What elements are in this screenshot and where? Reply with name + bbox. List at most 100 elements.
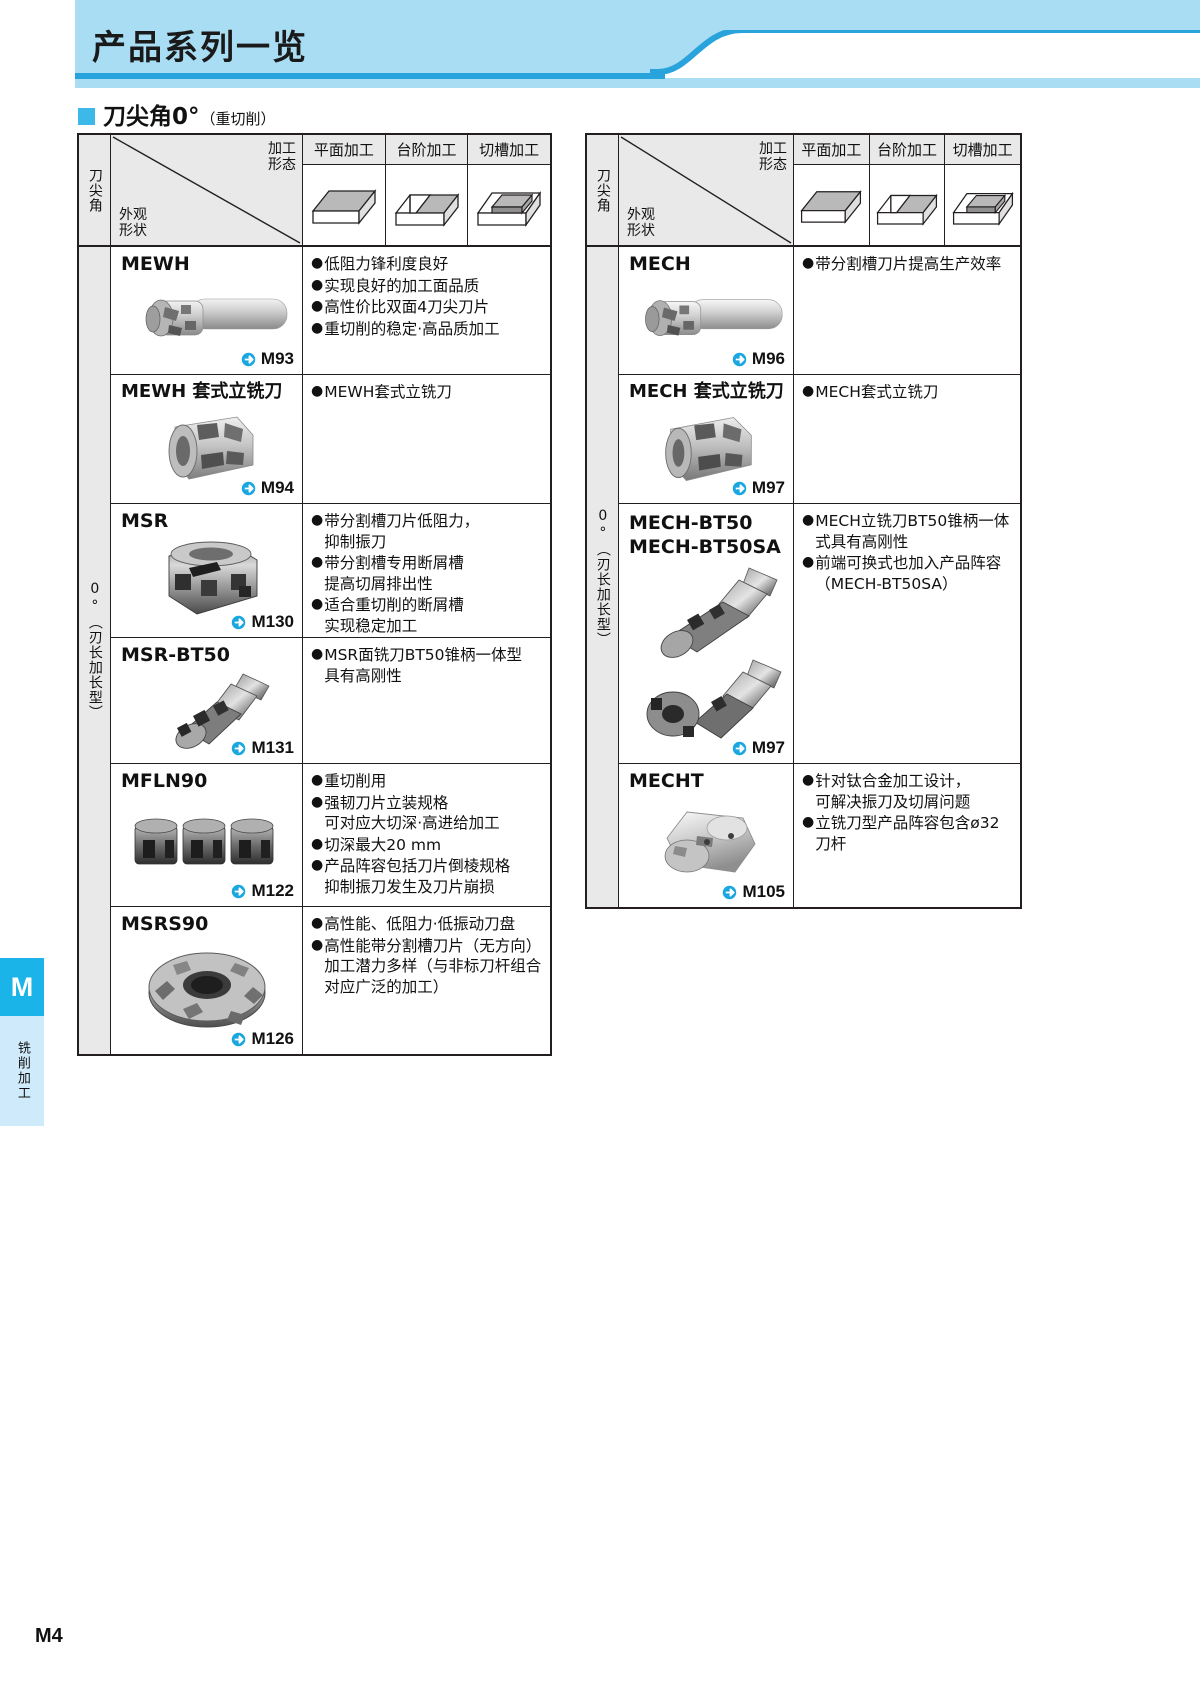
arrow-right-circle-icon <box>732 481 747 495</box>
disc-face-mill-tool-image <box>148 952 266 1028</box>
arrow-right-circle-icon <box>232 615 246 629</box>
right-rows: MECH <box>619 247 1020 907</box>
page-link[interactable]: M94 <box>241 478 294 498</box>
product-description-cell: ●MECH套式立铣刀 <box>794 375 1020 503</box>
page-link[interactable]: M131 <box>231 738 294 758</box>
bullet-item: ●带分割槽专用断屑槽 提高切屑排出性 <box>311 553 544 594</box>
header-col-step-label: 台阶加工 <box>869 135 945 165</box>
page-link[interactable]: M96 <box>732 349 785 369</box>
left-rows: MEWH <box>111 247 550 1054</box>
bullet-dot-icon: ● <box>802 255 815 271</box>
bullet-dot-icon: ● <box>311 319 324 336</box>
page-link-label: M97 <box>751 478 785 497</box>
bullet-dot-icon: ● <box>802 814 815 831</box>
side-tab[interactable]: M 铣削加工 <box>0 958 44 1126</box>
header-col-step: 台阶加工 <box>385 135 469 245</box>
product-visual-cell: MECH 套式立铣刀 <box>619 375 794 503</box>
bullet-dot-icon: ● <box>311 936 324 953</box>
table-row[interactable]: MSR <box>111 504 550 638</box>
product-name: MECH 套式立铣刀 <box>629 381 784 402</box>
right-angle-side-label: 0°（刃长加长型） <box>594 507 611 647</box>
product-name: MECH-BT50 MECH-BT50SA <box>629 512 781 559</box>
product-visual-cell: MECH-BT50 MECH-BT50SA <box>619 504 794 763</box>
bullet-text: 带分割槽刀片低阻力， 抑制振刀 <box>324 512 480 551</box>
bullet-dot-icon: ● <box>311 255 324 271</box>
product-description-cell: ●MEWH套式立铣刀 <box>303 375 550 503</box>
header-col-step: 台阶加工 <box>869 135 946 245</box>
product-name: MFLN90 <box>121 770 208 792</box>
product-description-cell: ●低阻力锋利度良好 ●实现良好的加工面品质 ●高性价比双面4刀尖刀片 ●重切削的… <box>303 247 550 374</box>
table-row[interactable]: MEWH <box>111 247 550 375</box>
product-description-cell: ●针对钛合金加工设计， 可解决振刀及切屑问题 ●立铣刀型产品阵容包含ø32 刀杆 <box>794 764 1020 907</box>
page-header: 产品系列一览 <box>0 0 1200 88</box>
bullet-text: 前端可换式也加入产品阵容 （MECH-BT50SA） <box>815 554 1002 593</box>
groove-machining-icon <box>468 165 551 245</box>
endmill-shank-tool-image <box>145 298 288 337</box>
header-col-step-label: 台阶加工 <box>385 135 468 165</box>
table-body-left: 0°（刃长加长型） MEWH <box>79 245 550 1054</box>
bullet-item: ●产品阵容包括刀片倒棱规格 抑制振刀发生及刀片崩损 <box>311 856 544 897</box>
bullet-dot-icon: ● <box>311 596 324 613</box>
table-row[interactable]: MECH-BT50 MECH-BT50SA <box>619 504 1020 764</box>
table-row[interactable]: MECH <box>619 247 1020 375</box>
bullet-text: 针对钛合金加工设计， 可解决振刀及切屑问题 <box>815 772 971 811</box>
page-link-label: M96 <box>751 349 785 368</box>
bullet-item: ●高性价比双面4刀尖刀片 <box>311 297 544 318</box>
bullet-item: ●重切削用 <box>311 771 544 792</box>
bullet-text: 产品阵容包括刀片倒棱规格 抑制振刀发生及刀片崩损 <box>324 857 511 897</box>
shell-endmill-tool-2-image <box>665 417 752 481</box>
table-row[interactable]: MECH 套式立铣刀 <box>619 375 1020 504</box>
arrow-right-circle-icon <box>241 352 256 366</box>
bullet-item: ●重切削的稳定·高品质加工 <box>311 319 544 340</box>
bullet-text: 高性能、低阻力·低振动刀盘 <box>324 915 516 933</box>
page-link[interactable]: M126 <box>231 1029 294 1049</box>
page-link-label: M105 <box>742 882 785 901</box>
product-table-left: 刀尖角 加工 形态 外观 形状 平面加工 台阶加工 <box>77 133 552 1056</box>
bullet-item: ●前端可换式也加入产品阵容 （MECH-BT50SA） <box>802 553 1014 594</box>
bullet-dot-icon: ● <box>311 772 324 788</box>
flat-machining-icon <box>303 165 385 245</box>
bullet-text: 高性价比双面4刀尖刀片 <box>324 298 490 317</box>
header-col-groove: 切槽加工 <box>468 135 551 245</box>
page-link[interactable]: M97 <box>732 478 785 498</box>
page-link[interactable]: M97 <box>732 738 785 758</box>
product-visual-cell: MECHT <box>619 764 794 907</box>
table-body-right: 0°（刃长加长型） MECH <box>587 245 1020 907</box>
product-name: MEWH 套式立铣刀 <box>121 381 283 402</box>
cartridge-mill-tool-image <box>134 818 274 865</box>
page-link[interactable]: M122 <box>231 881 294 901</box>
product-name: MSRS90 <box>121 913 209 935</box>
bullet-text: 立铣刀型产品阵容包含ø32 刀杆 <box>815 814 1000 853</box>
bullet-item: ●MEWH套式立铣刀 <box>311 382 544 403</box>
bullet-dot-icon: ● <box>311 646 324 662</box>
bullet-dot-icon: ● <box>311 383 324 399</box>
table-row[interactable]: MECHT <box>619 764 1020 907</box>
bullet-item: ●实现良好的加工面品质 <box>311 276 544 297</box>
bullet-dot-icon: ● <box>802 554 815 571</box>
bullet-dot-icon: ● <box>311 793 324 810</box>
header-curve-decoration <box>650 30 1200 78</box>
table-row[interactable]: MSR-BT50 <box>111 638 550 764</box>
bullet-item: ●高性能带分割槽刀片（无方向） 加工潜力多样（与非标刀杆组合 对应广泛的加工） <box>311 936 544 998</box>
table-row[interactable]: MFLN90 <box>111 764 550 907</box>
endmill-shank-tool-2-image <box>645 299 783 336</box>
bullet-dot-icon: ● <box>311 512 324 528</box>
diagonal-divider-icon <box>112 136 301 244</box>
arrow-right-circle-icon <box>723 885 737 899</box>
bullet-dot-icon: ● <box>311 276 324 293</box>
bullet-text: 重切削的稳定·高品质加工 <box>324 319 500 338</box>
page-link[interactable]: M105 <box>722 882 785 902</box>
table-row[interactable]: MEWH 套式立铣刀 <box>111 375 550 504</box>
header-col-groove: 切槽加工 <box>945 135 1021 245</box>
bullet-dot-icon: ● <box>311 857 324 874</box>
table-row[interactable]: MSRS90 <box>111 907 550 1054</box>
page-link-label: M130 <box>251 612 294 631</box>
bullet-text: 适合重切削的断屑槽 实现稳定加工 <box>324 596 464 636</box>
page-link[interactable]: M93 <box>241 349 294 369</box>
header-col-flat: 平面加工 <box>794 135 870 245</box>
page-link[interactable]: M130 <box>231 612 294 632</box>
arrow-right-circle-icon <box>232 741 246 755</box>
product-name: MEWH <box>121 253 190 275</box>
bullet-text: 实现良好的加工面品质 <box>324 276 480 295</box>
bullet-item: ●高性能、低阻力·低振动刀盘 <box>311 914 544 935</box>
